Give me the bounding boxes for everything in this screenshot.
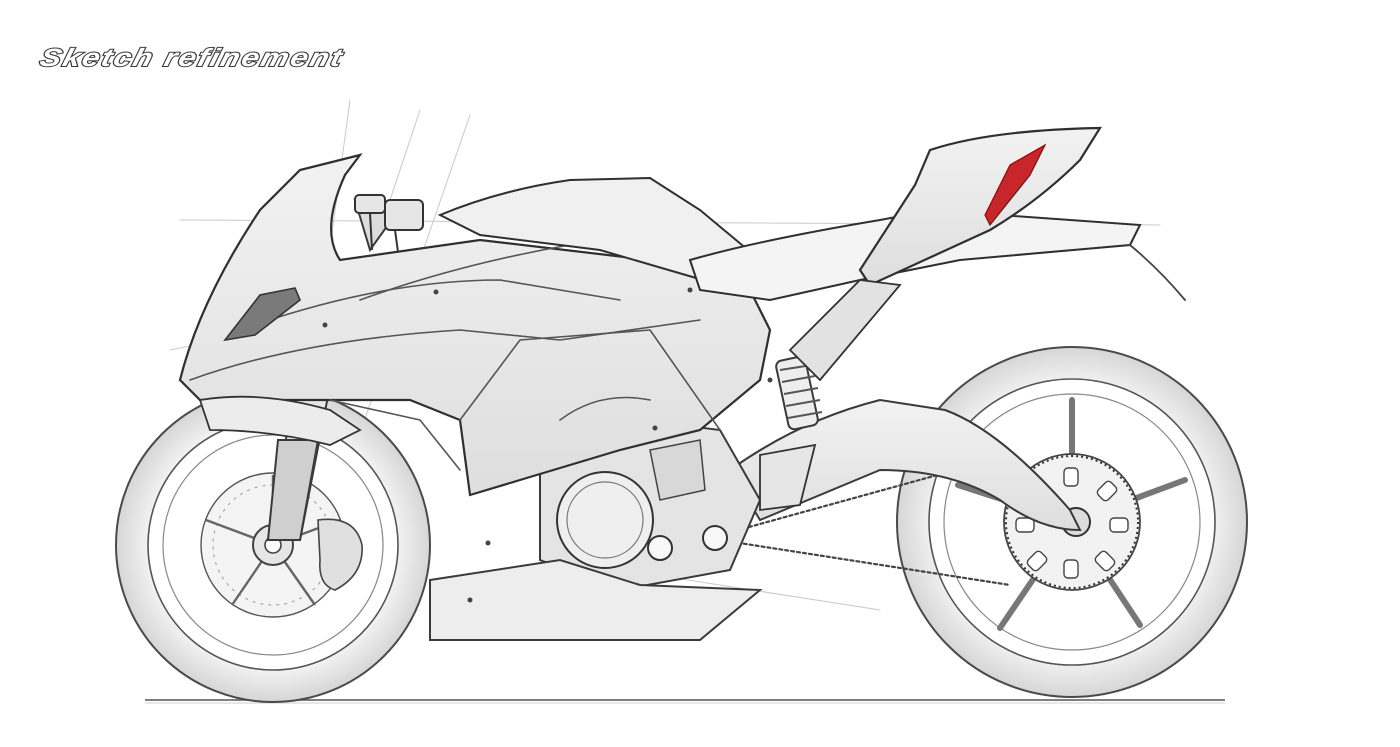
main-fairing (178, 153, 772, 497)
tail-section (858, 126, 1103, 287)
drive-chain (718, 453, 1012, 587)
headlight-intake (223, 287, 301, 342)
swingarm (728, 398, 1082, 532)
front-wheel (115, 387, 431, 703)
belly-pan (429, 558, 763, 641)
tail-light (984, 143, 1047, 227)
subframe (788, 279, 902, 382)
rear-shock (775, 355, 823, 431)
footpeg-bracket (759, 443, 817, 512)
front-fender (198, 395, 362, 446)
engine (539, 418, 762, 592)
bolt-details (322, 287, 773, 603)
rear-hugger (1129, 244, 1186, 301)
handlebar-controls (354, 194, 424, 253)
